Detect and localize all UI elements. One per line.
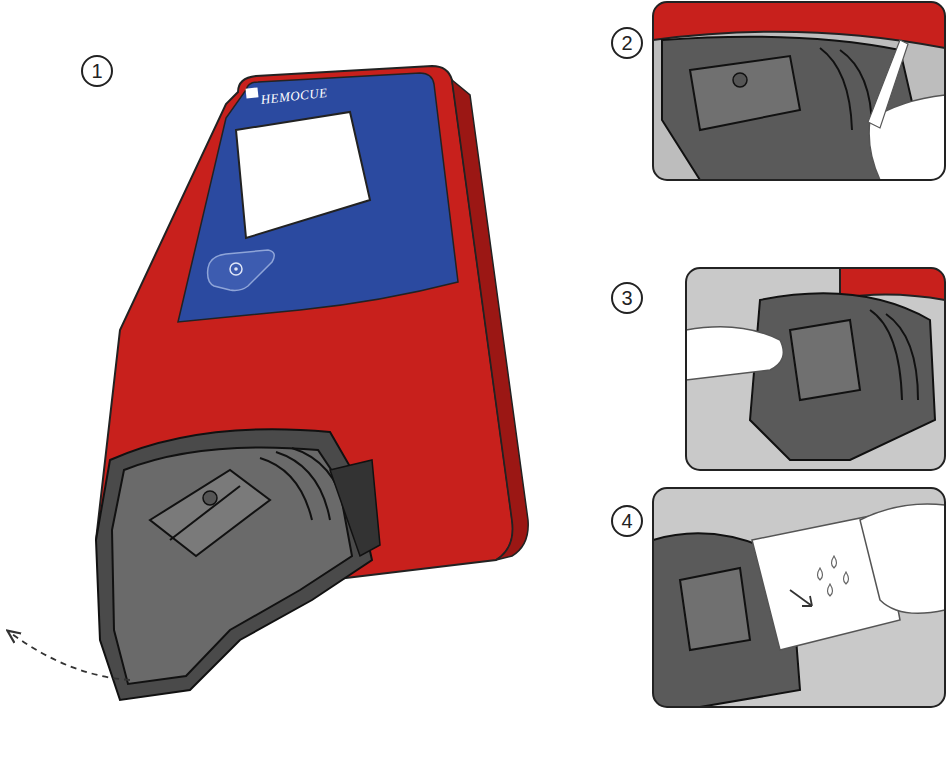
callout-text: 1 bbox=[91, 61, 102, 81]
analyzer-device bbox=[96, 66, 528, 598]
brand-logo: HEMOCUE bbox=[260, 85, 328, 108]
callout-number: 3 bbox=[611, 282, 643, 314]
callout-text: 2 bbox=[621, 33, 632, 53]
callout-number: 4 bbox=[611, 505, 643, 537]
callout-text: 3 bbox=[621, 288, 632, 308]
detail-panel bbox=[653, 2, 945, 180]
detail-panel bbox=[686, 268, 945, 470]
rotation-arrow bbox=[12, 634, 130, 680]
callout-number: 1 bbox=[81, 55, 113, 87]
callout-text: 4 bbox=[621, 511, 632, 531]
cuvette-holder bbox=[96, 429, 380, 700]
detail-panel bbox=[653, 488, 945, 707]
callout-number: 2 bbox=[611, 27, 643, 59]
